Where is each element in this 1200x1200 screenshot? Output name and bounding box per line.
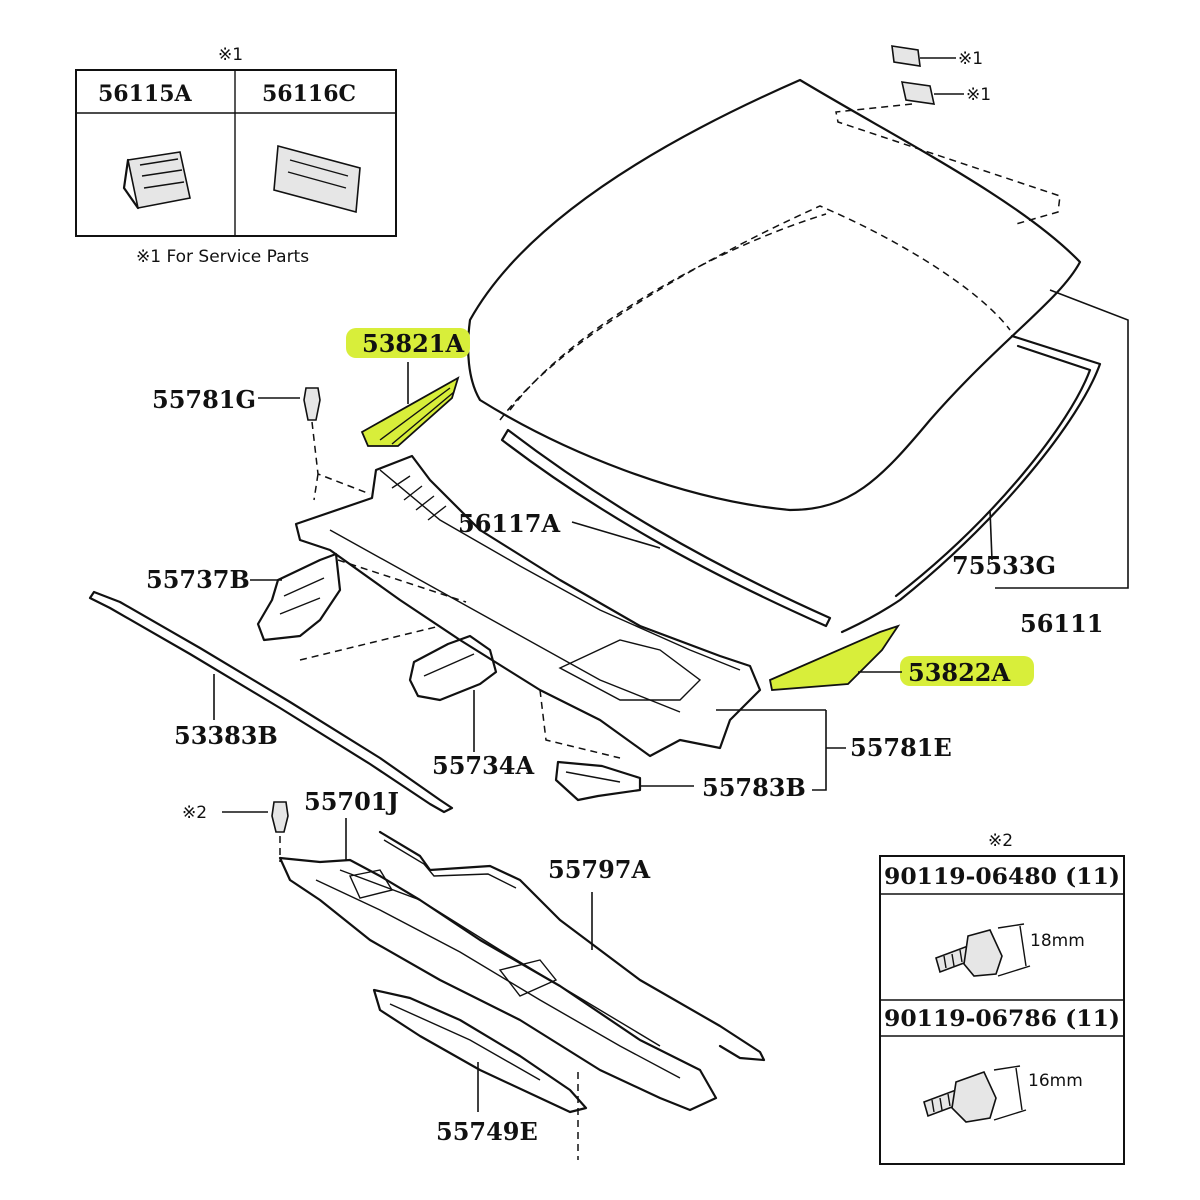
- note-box-col-1: 56115A: [98, 81, 193, 107]
- fastener-2-drawing: 16mm: [923, 1065, 1083, 1123]
- bracket-55737B: [250, 552, 467, 661]
- note-box-footnote: ※1 For Service Parts: [136, 247, 309, 267]
- callout-53821A-highlight: [346, 328, 470, 358]
- clip-55781G: [258, 387, 371, 501]
- service-parts-note-box: ※1 56115A 56116C ※1 For Service Parts: [75, 45, 397, 267]
- clip-56116C-drawing: [273, 144, 361, 214]
- fastener-1-drawing: 18mm: [935, 923, 1085, 977]
- weatherstrip-75533G: [840, 289, 1129, 634]
- callout-55781G: 55781G: [152, 385, 256, 414]
- fastener-mark-2: [222, 801, 289, 862]
- seal-55797A: [378, 830, 766, 1062]
- top-mark-2: ※1: [966, 85, 991, 105]
- cover-55783B: [539, 689, 694, 802]
- callout-53383B: 53383B: [174, 721, 278, 750]
- callout-55797A: 55797A: [548, 855, 650, 884]
- callout-75533G: 75533G: [952, 551, 1056, 580]
- seal-53821A: [346, 328, 470, 447]
- fastener-table-header-mark: ※2: [988, 831, 1013, 851]
- cowl-panel-55701J: [278, 818, 718, 1112]
- bracket-55734A: [408, 634, 498, 752]
- top-clips: ※1 ※1: [835, 45, 1061, 225]
- fastener-2-dimension: 16mm: [1028, 1071, 1083, 1091]
- callout-53821A: 53821A: [362, 329, 464, 358]
- callout-56117A: 56117A: [458, 509, 560, 538]
- cowl-top-panel-55781E: [294, 454, 846, 791]
- callout-55737B: 55737B: [146, 565, 250, 594]
- callout-56111: 56111: [1020, 609, 1104, 638]
- callout-labels: 53821A 55781G 56117A 55737B 75533G 56111…: [146, 329, 1104, 1146]
- fastener-row-1-part: 90119-06480 (11): [884, 864, 1120, 890]
- note-box-col-2: 56116C: [262, 81, 356, 107]
- callout-55783B: 55783B: [702, 773, 806, 802]
- callout-53822A-highlight: [900, 656, 1034, 686]
- seal-53383B: [88, 590, 454, 814]
- callout-55781E: 55781E: [850, 733, 952, 762]
- fastener-table: ※2 90119-06480 (11) 90119-06786 (11) 18m…: [879, 831, 1125, 1165]
- note-box-header-mark: ※1: [218, 45, 243, 65]
- fastener-row-2-part: 90119-06786 (11): [884, 1006, 1120, 1032]
- callout-55749E: 55749E: [436, 1117, 538, 1146]
- fastener-1-dimension: 18mm: [1030, 931, 1085, 951]
- windshield-dam-56117A: [500, 428, 832, 628]
- windshield-glass: [467, 78, 1082, 512]
- cover-55749E: [372, 988, 588, 1160]
- top-mark-1: ※1: [958, 49, 983, 69]
- callout-53822A: 53822A: [908, 658, 1010, 687]
- callout-55734A: 55734A: [432, 751, 534, 780]
- callout-55701J: 55701J: [304, 787, 399, 816]
- callout-mark-2: ※2: [182, 803, 207, 823]
- seal-53822A: [768, 624, 1034, 691]
- clip-56115A-drawing: [122, 151, 191, 210]
